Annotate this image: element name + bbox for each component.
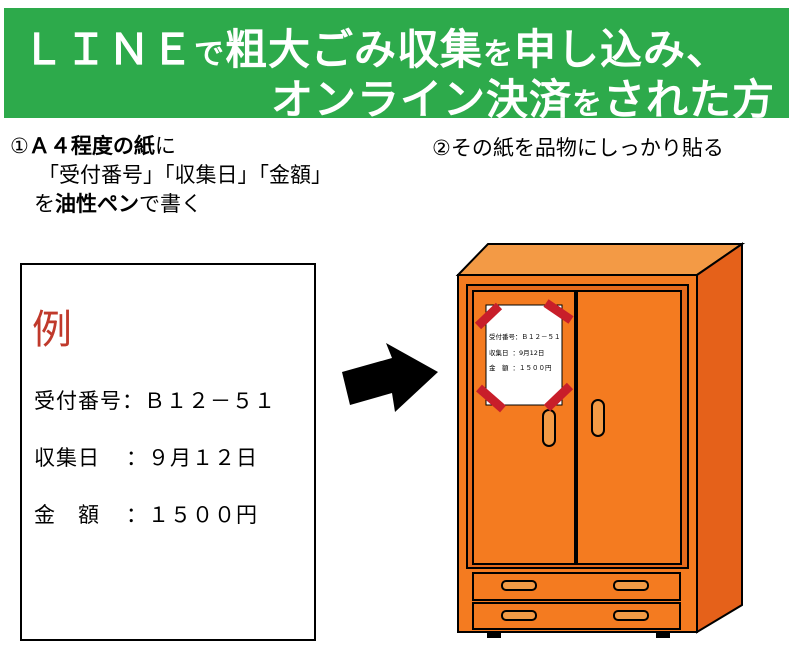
step-1-line-2: 「受付番号」「収集日」「金額」	[38, 163, 332, 187]
drawer-top-handle-left	[501, 580, 537, 591]
cabinet-foot-right	[656, 632, 670, 638]
step-1-line-3: を油性ペンで書く	[34, 192, 202, 216]
drawer-top-handle-right	[613, 580, 649, 591]
drawer-bottom-handle-right	[613, 610, 649, 621]
example-paper: 例 受付番号：Ｂ１２－５１ 収集日：９月１２日 金 額：１５００円	[20, 263, 316, 641]
cabinet-foot-left	[487, 632, 501, 638]
example-row-amount: 金 額：１５００円	[34, 503, 258, 527]
step-2-instruction: ②その紙を品物にしっかり貼る	[432, 136, 724, 160]
step-1-instruction: ①Ａ４程度の紙に 「受付番号」「収集日」「金額」 を油性ペンで書く	[10, 132, 332, 219]
title-banner: ＬＩＮＥで粗大ごみ収集を申し込み、 オンライン決済をされた方	[4, 8, 789, 124]
arrow-icon	[342, 343, 438, 412]
tape-top-right	[543, 299, 574, 324]
note-paper	[485, 304, 563, 406]
cabinet-side	[696, 242, 743, 634]
left-door-handle	[542, 409, 556, 447]
tape-bottom-right	[543, 382, 574, 412]
example-title: 例	[32, 307, 72, 353]
note-row-date: 収集日：9月12日	[489, 348, 544, 357]
example-row-date: 収集日：９月１２日	[34, 446, 258, 470]
banner-line-2: オンライン決済をされた方	[270, 75, 775, 124]
note-row-amount: 金 額：１５００円	[489, 363, 552, 372]
cabinet-top	[455, 243, 746, 276]
tape-top-left	[474, 302, 503, 330]
drawer-bottom-handle-left	[501, 610, 537, 621]
note-row-receipt: 受付番号：Ｂ１２－５１	[489, 332, 561, 341]
banner-line-1: ＬＩＮＥで粗大ごみ収集を申し込み、	[22, 25, 730, 74]
tape-bottom-left	[476, 384, 506, 413]
example-row-receipt: 受付番号：Ｂ１２－５１	[34, 389, 276, 413]
right-door-handle	[591, 399, 605, 437]
